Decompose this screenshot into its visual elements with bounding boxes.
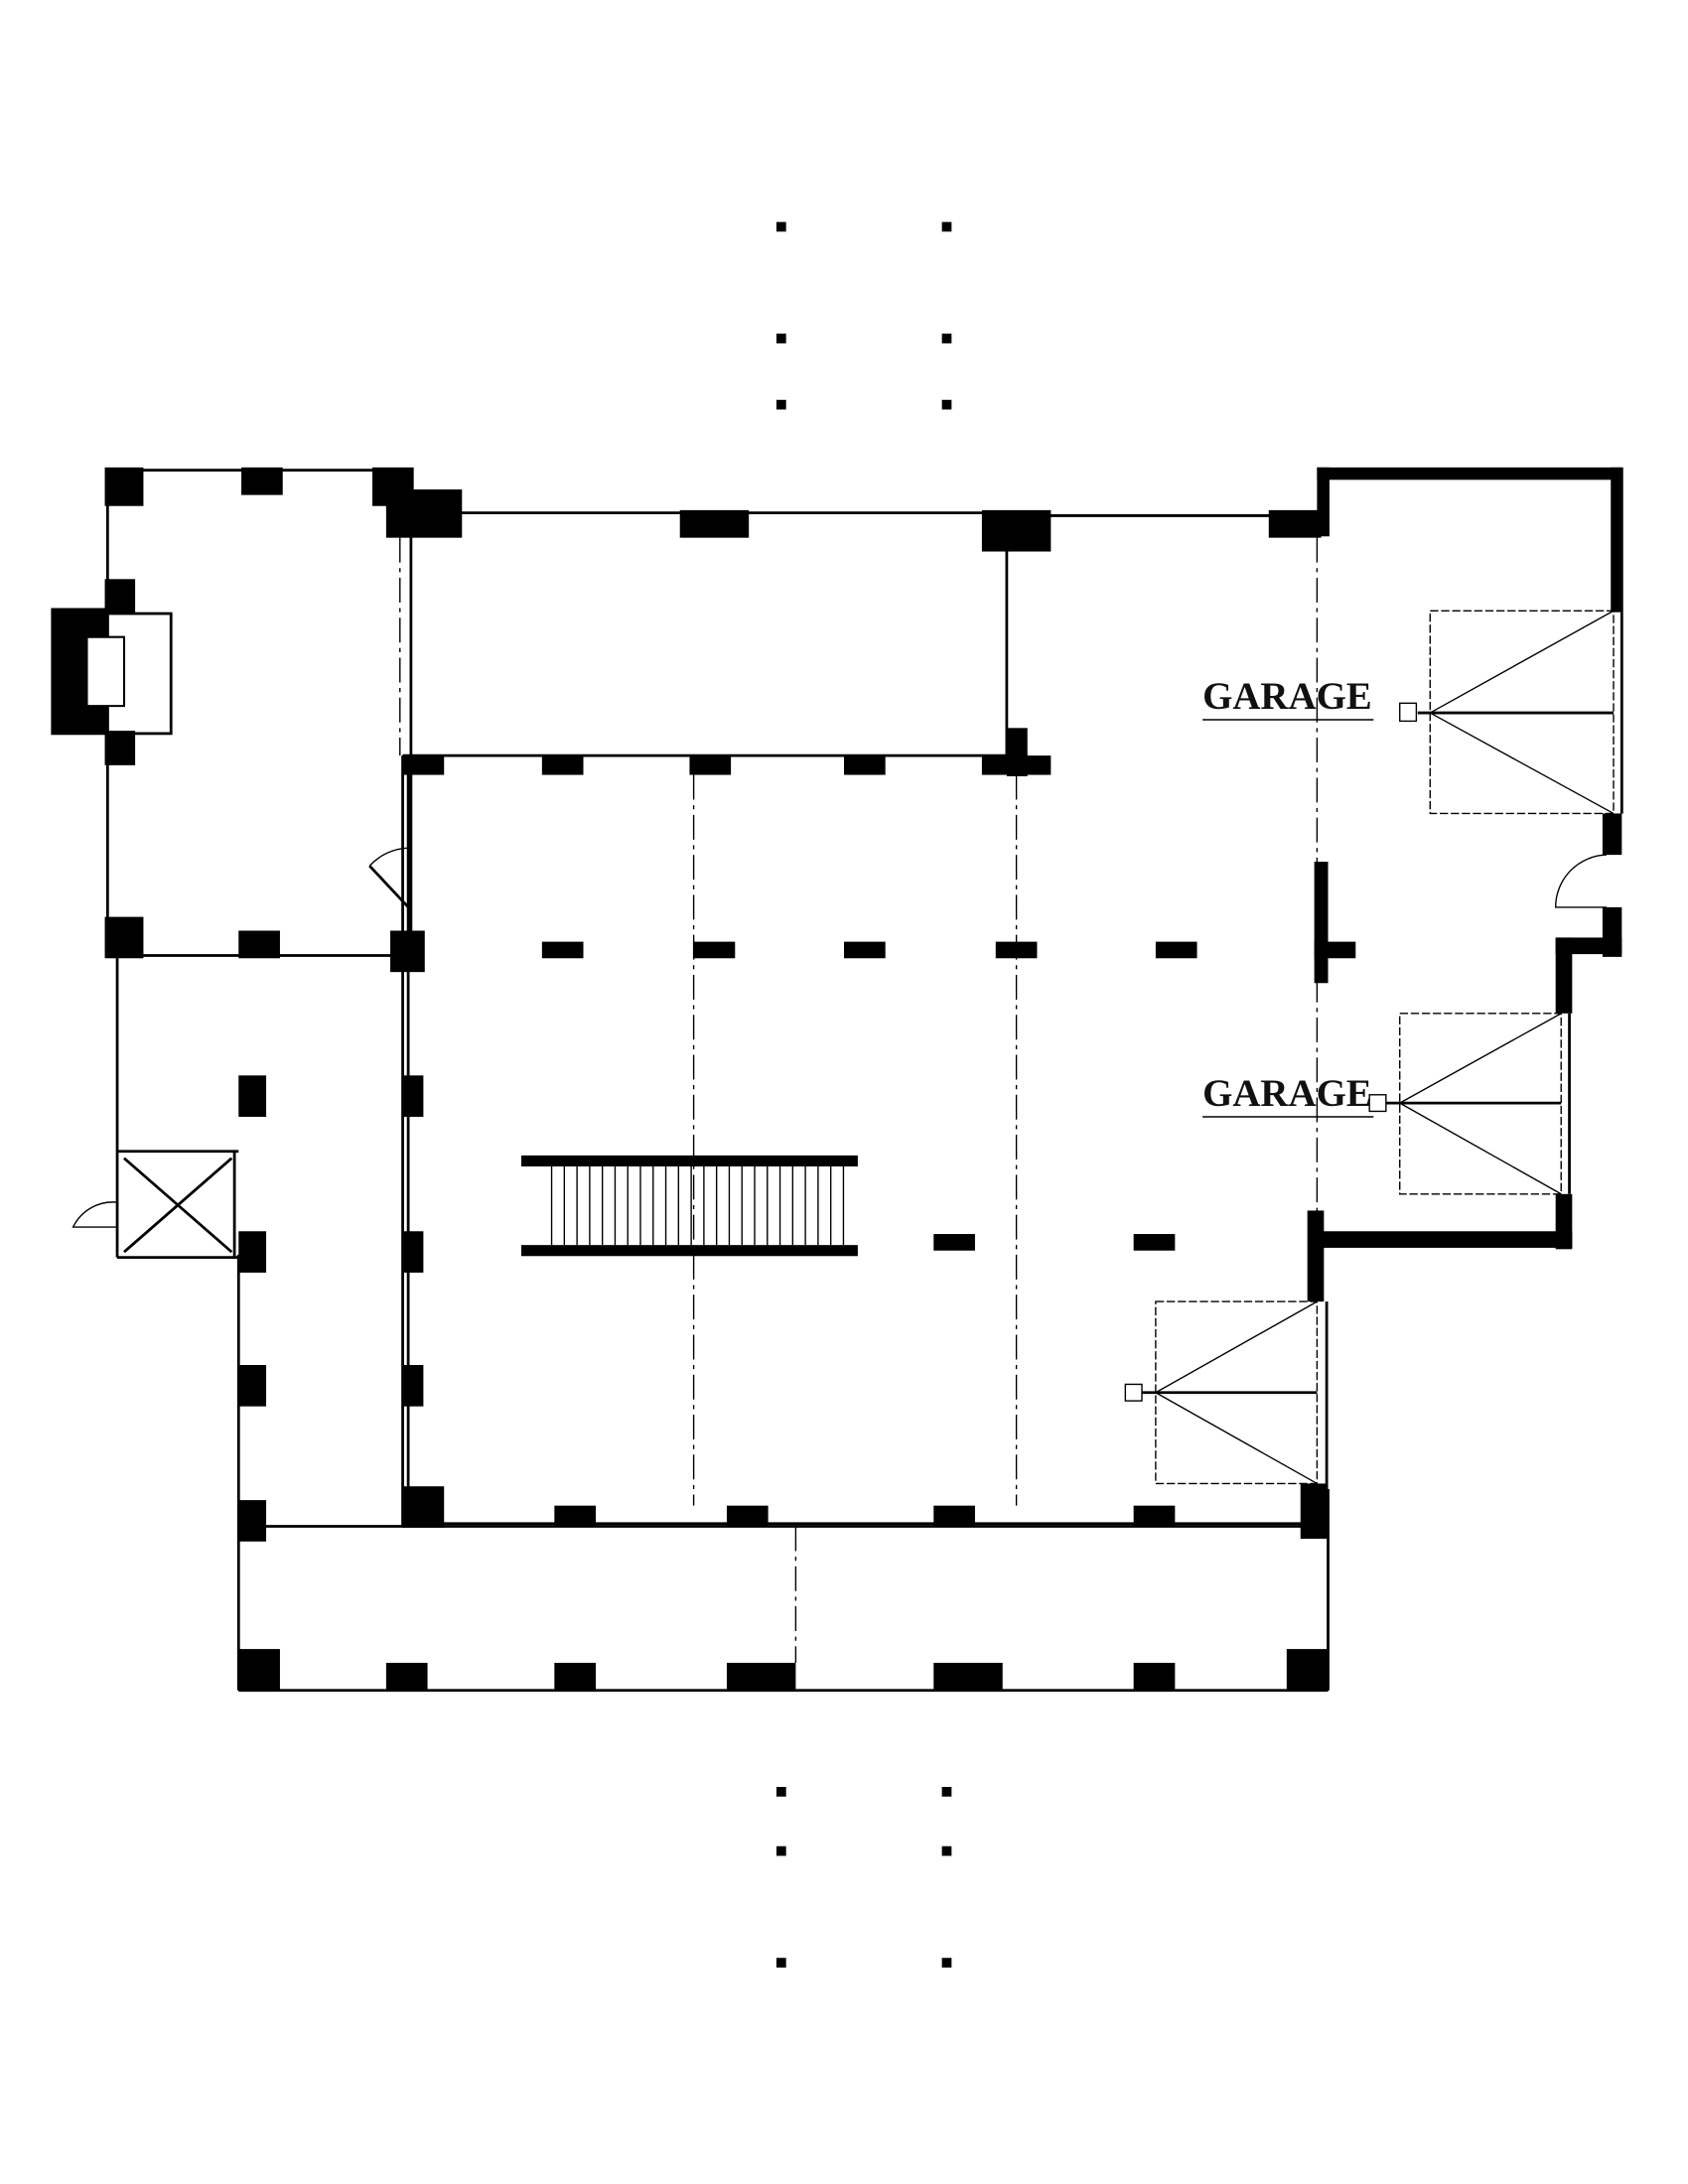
elevator — [123, 1157, 233, 1254]
staircase — [521, 1155, 858, 1257]
room-divisions — [143, 537, 1319, 1663]
garage-door-3 — [1124, 1300, 1319, 1485]
room-label-garage: GARAGE — [1202, 675, 1372, 718]
site-markers — [775, 221, 952, 1968]
walls — [51, 467, 1623, 1693]
room-label-garage: GARAGE — [1202, 1072, 1372, 1115]
doors — [71, 847, 1608, 1228]
garage-door-2 — [1368, 1013, 1562, 1195]
garage-door-1 — [1399, 610, 1615, 815]
columns — [104, 467, 1356, 1691]
